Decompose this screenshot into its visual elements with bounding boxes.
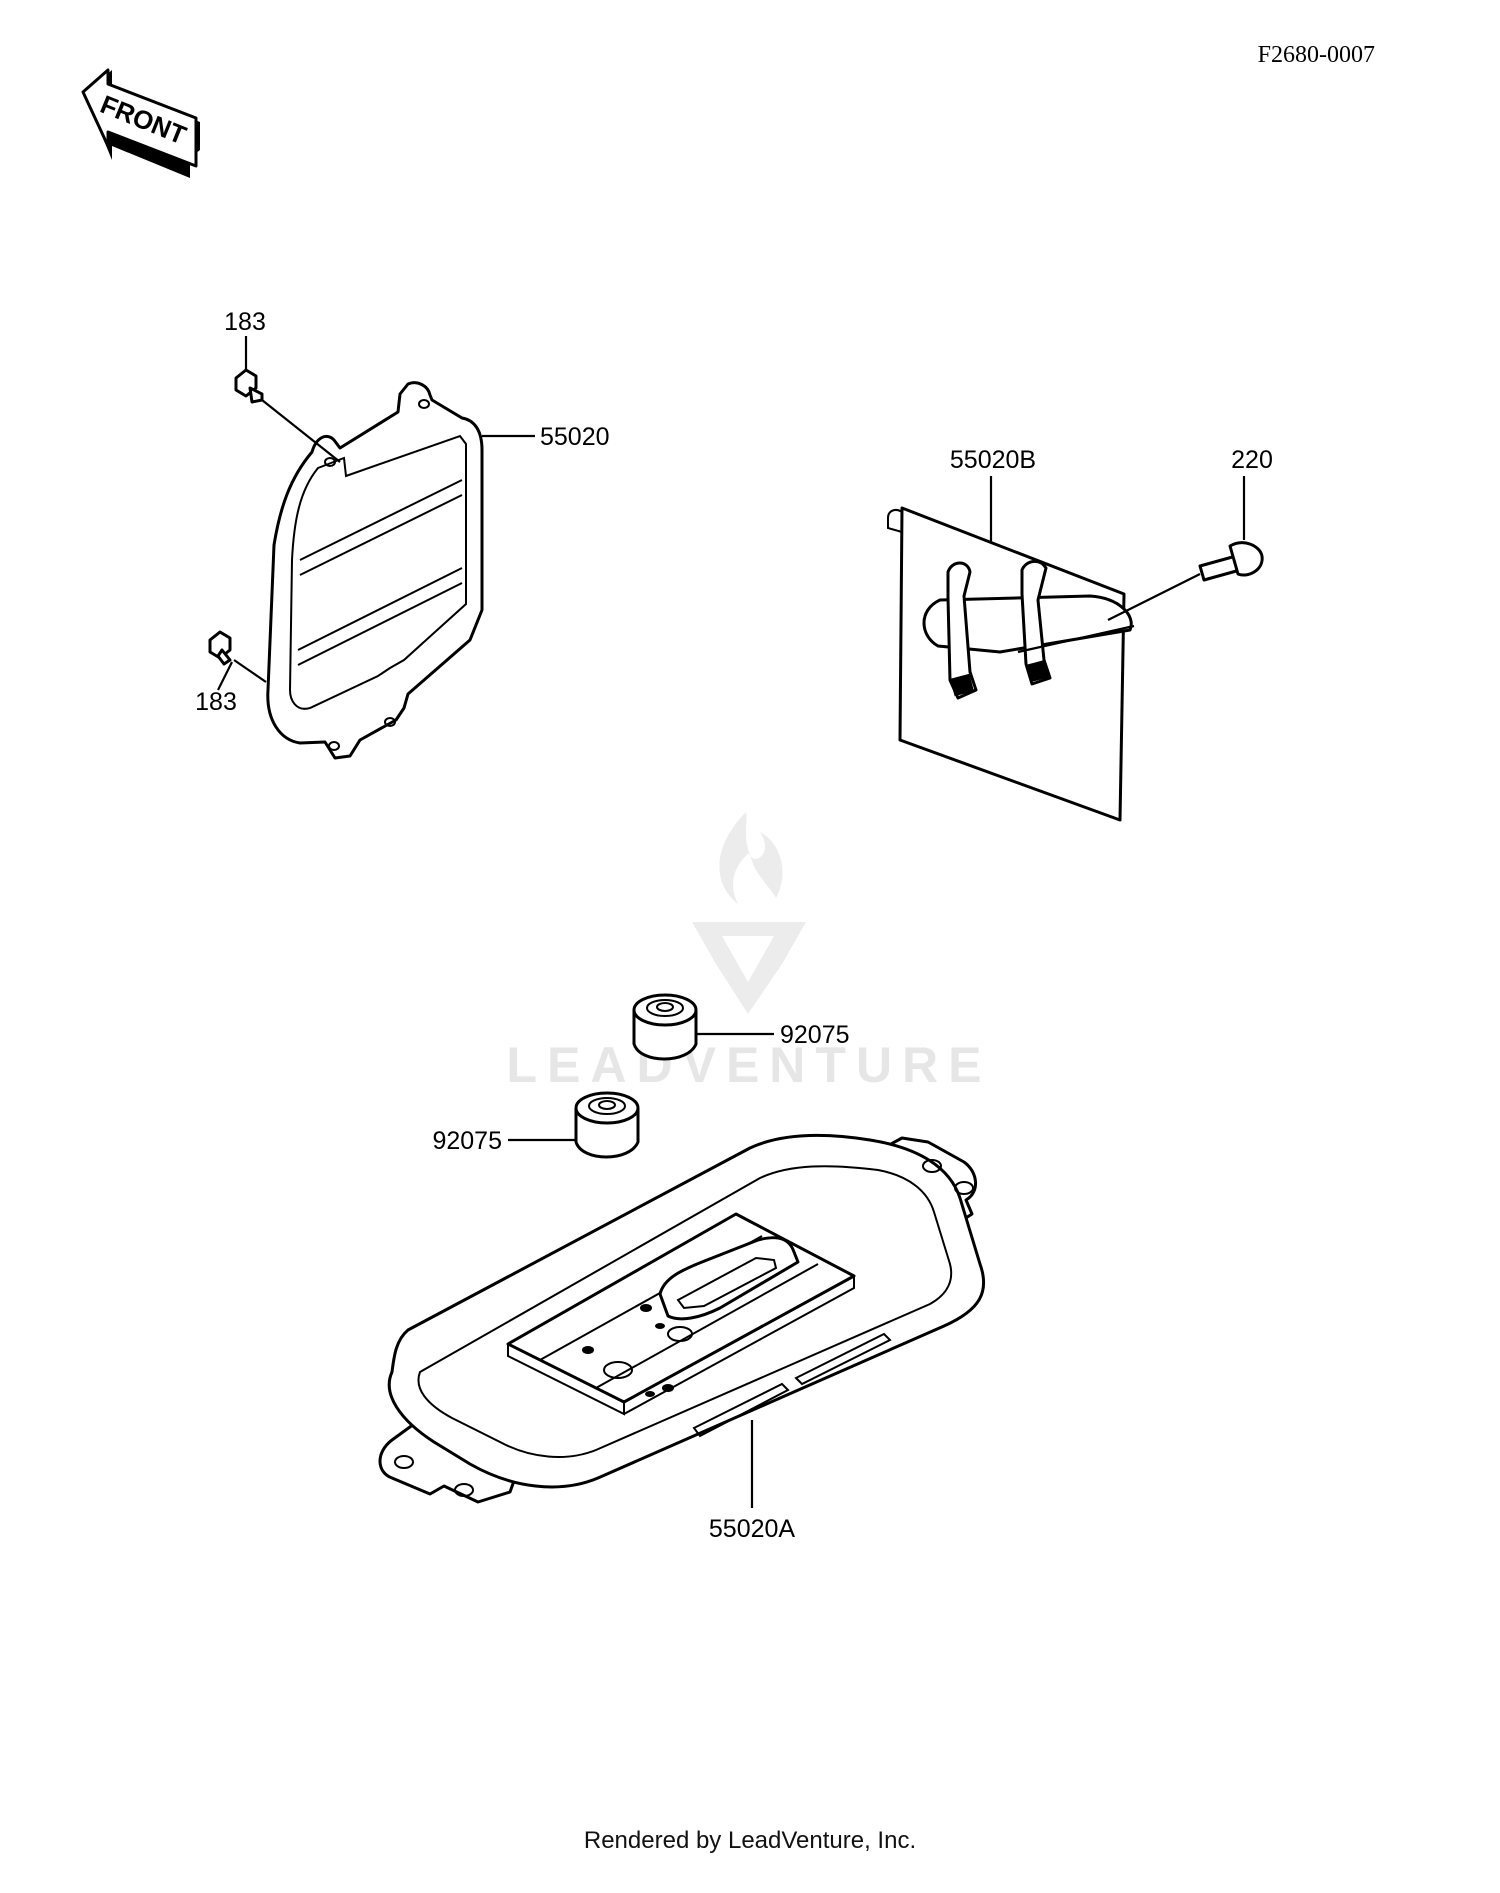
- callout-tray-55020a: 55020A: [709, 1515, 796, 1543]
- watermark: LEADVENTURE: [506, 812, 991, 1093]
- watermark-text: LEADVENTURE: [506, 1037, 991, 1093]
- callout-bolt-183-bottom: 183: [195, 688, 237, 716]
- footer-credit: Rendered by LeadVenture, Inc.: [584, 1827, 916, 1854]
- callout-damper-92075-upper: 92075: [780, 1021, 850, 1049]
- part-plate-55020b: [887, 506, 1133, 822]
- part-tray-55020a: [378, 1133, 986, 1504]
- callout-bolt-183-top: 183: [224, 308, 266, 336]
- v-logo-icon: [692, 922, 806, 1014]
- callout-bracket-55020: 55020: [540, 423, 610, 451]
- part-damper-92075-upper: [632, 993, 698, 1061]
- part-screw-220: [1198, 541, 1264, 582]
- part-bracket-55020: [266, 381, 484, 760]
- part-bolt-183-bottom: [208, 630, 232, 666]
- flame-logo-icon: [719, 812, 783, 904]
- part-damper-92075-lower: [574, 1091, 640, 1159]
- front-arrow-icon: FRONT: [81, 68, 200, 178]
- callout-damper-92075-lower: 92075: [432, 1127, 502, 1155]
- callout-screw-220: 220: [1231, 446, 1273, 474]
- part-bolt-183-top: [234, 368, 264, 404]
- diagram-code: F2680-0007: [1258, 42, 1375, 68]
- leader-lines: [217, 336, 1246, 1508]
- callout-plate-55020b: 55020B: [950, 446, 1036, 474]
